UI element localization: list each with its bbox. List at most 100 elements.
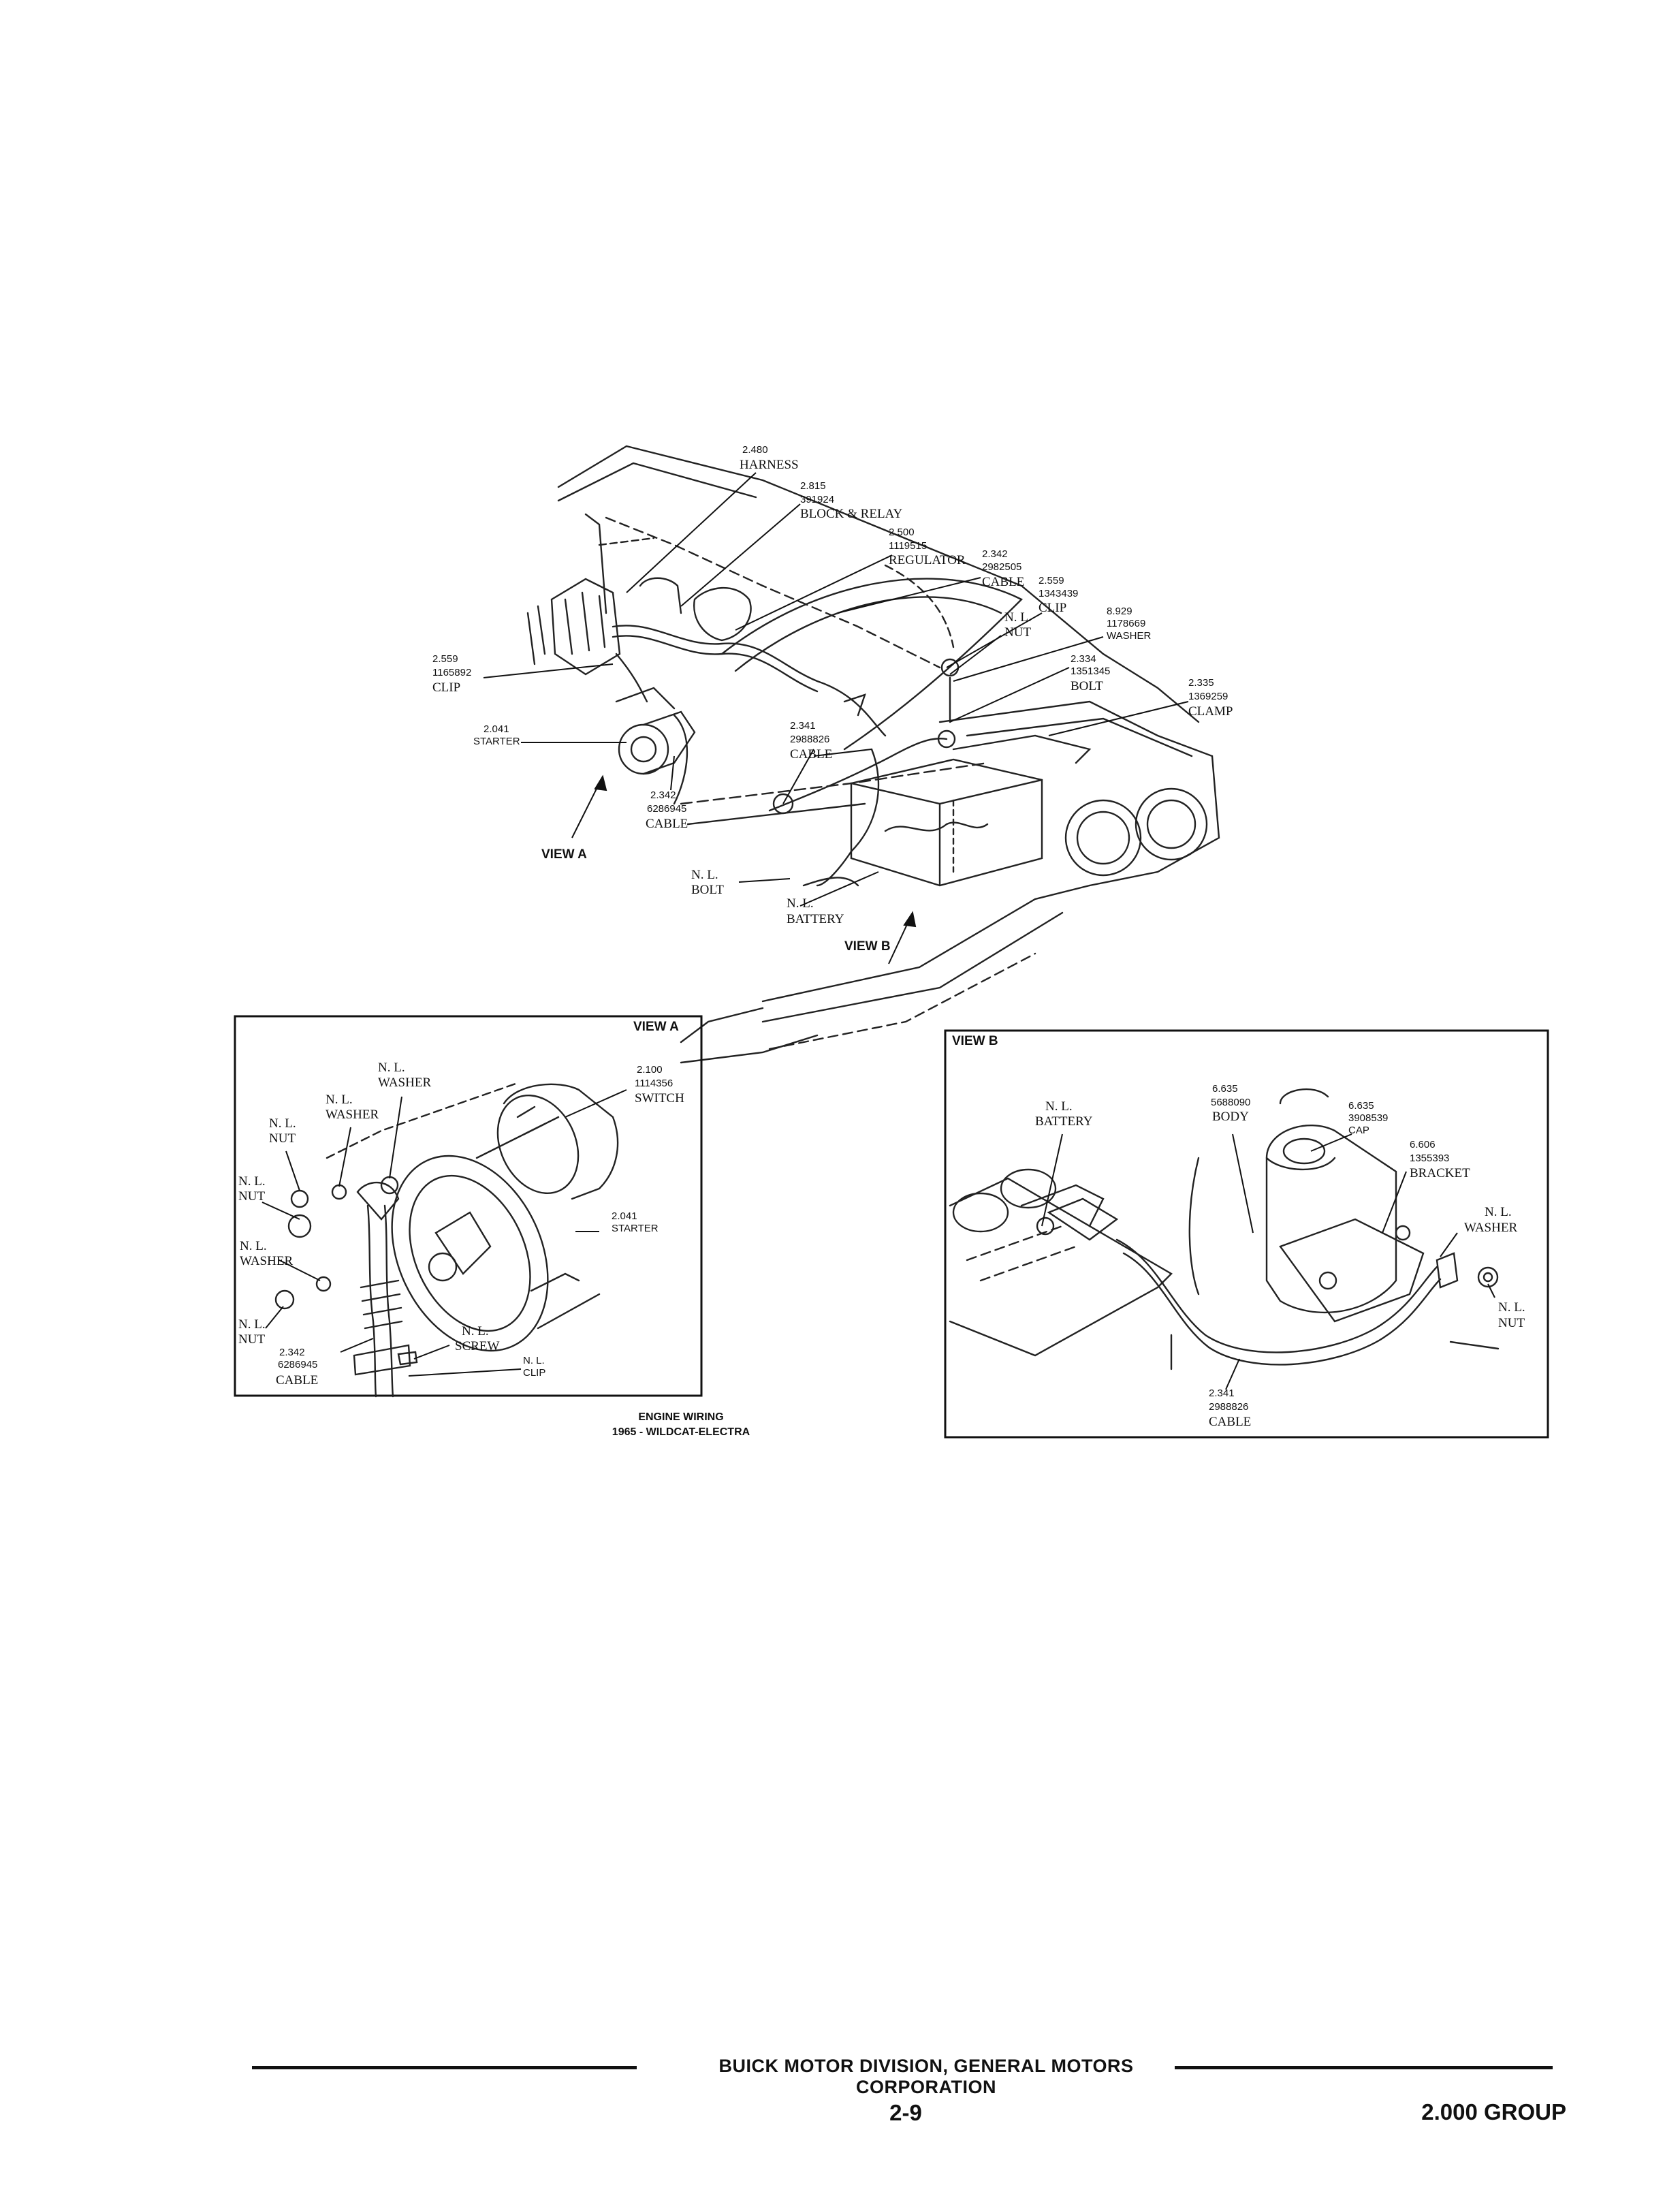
footer-rule-left — [252, 2066, 637, 2069]
callout-cable-2982505-part: 2982505 — [982, 561, 1021, 573]
callout-starter-num: 2.041 — [484, 723, 509, 735]
view-b-pointer-label: VIEW B — [844, 939, 891, 954]
main-view-leaders — [483, 472, 1189, 965]
callout-clamp-num: 2.335 — [1188, 677, 1214, 689]
view-a-nut3-name: NUT — [238, 1332, 265, 1347]
callout-cable-2982505-name: CABLE — [982, 575, 1024, 589]
view-b-panel: VIEW B — [944, 1029, 1549, 1439]
view-b-body-part: 5688090 — [1211, 1097, 1250, 1108]
callout-clip-1343439-part: 1343439 — [1039, 588, 1078, 599]
callout-cable-6286945-num: 2.342 — [650, 789, 676, 801]
group-label: 2.000 GROUP — [1421, 2099, 1566, 2124]
callout-washer-num: 8.929 — [1107, 606, 1132, 617]
view-a-screw-num: N. L. — [462, 1324, 489, 1338]
view-a-cable-name: CABLE — [276, 1373, 318, 1387]
view-b-washer-num: N. L. — [1485, 1205, 1512, 1219]
view-a-title: VIEW A — [633, 1020, 679, 1034]
view-a-panel: VIEW A — [234, 1015, 703, 1398]
view-b-cap-num: 6.635 — [1348, 1100, 1374, 1112]
view-a-cable-part: 6286945 — [278, 1359, 317, 1370]
callout-washer-name: WASHER — [1107, 630, 1151, 642]
callout-clip-1343439-num: 2.559 — [1039, 575, 1064, 586]
view-a-cable-num: 2.342 — [279, 1347, 305, 1358]
view-b-bracket-name: BRACKET — [1410, 1166, 1470, 1180]
view-a-nut3-num: N. L. — [238, 1317, 266, 1332]
view-a-pointer-label: VIEW A — [541, 847, 587, 862]
callout-bolt-nl-name: BOLT — [691, 883, 724, 897]
view-b-bracket-num: 6.606 — [1410, 1139, 1436, 1150]
view-a-clip-num: N. L. — [523, 1355, 545, 1366]
view-a-washer1-num: N. L. — [378, 1061, 405, 1075]
view-b-body-name: BODY — [1212, 1110, 1249, 1124]
callout-block-relay-name: BLOCK & RELAY — [800, 507, 903, 521]
view-a-nut1-name: NUT — [269, 1131, 296, 1146]
view-b-title: VIEW B — [952, 1034, 998, 1048]
callout-block-relay-num: 2.815 — [800, 480, 826, 492]
callout-clip-1165892-num: 2.559 — [432, 653, 458, 665]
view-a-washer1-name: WASHER — [378, 1076, 431, 1090]
callout-bolt-1351345-num: 2.334 — [1071, 653, 1096, 665]
view-b-cable-name: CABLE — [1209, 1415, 1251, 1429]
view-a-clip-name: CLIP — [523, 1367, 545, 1379]
page-number: 2-9 — [889, 2100, 922, 2125]
view-a-washer2-name: WASHER — [326, 1108, 379, 1122]
view-a-starter-name: STARTER — [612, 1223, 659, 1234]
view-a-switch-name: SWITCH — [635, 1091, 684, 1106]
caption-line1: ENGINE WIRING — [638, 1411, 723, 1423]
view-a-washer3-num: N. L. — [240, 1239, 267, 1253]
view-b-cable-num: 2.341 — [1209, 1387, 1235, 1399]
view-b-cap-part: 3908539 — [1348, 1112, 1388, 1124]
footer-rule-right — [1175, 2066, 1553, 2069]
caption-line2: 1965 - WILDCAT-ELECTRA — [612, 1426, 750, 1438]
callout-block-relay-part: 391924 — [800, 494, 834, 505]
callout-nut-name: NUT — [1004, 625, 1031, 640]
view-b-washer-name: WASHER — [1464, 1221, 1517, 1235]
main-view-labels: 2.480 HARNESS 2.815 391924 BLOCK & RELAY… — [432, 444, 1233, 954]
view-a-nut2-name: NUT — [238, 1189, 265, 1204]
callout-bolt-1351345-name: BOLT — [1071, 679, 1103, 693]
callout-cable-2988826-part: 2988826 — [790, 734, 829, 745]
view-a-starter-num: 2.041 — [612, 1210, 637, 1222]
callout-harness-num: 2.480 — [742, 444, 768, 456]
callout-cable-6286945-part: 6286945 — [647, 803, 686, 815]
callout-cable-6286945-name: CABLE — [646, 817, 688, 831]
callout-clip-1165892-part: 1165892 — [432, 667, 471, 678]
callout-starter-name: STARTER — [473, 736, 520, 747]
callout-harness-name: HARNESS — [740, 458, 799, 472]
view-b-cable-part: 2988826 — [1209, 1401, 1248, 1413]
view-b-nut-name: NUT — [1498, 1316, 1525, 1330]
callout-bolt-1351345-part: 1351345 — [1071, 665, 1110, 677]
main-view-illustration — [526, 445, 1220, 1064]
view-b-body-num: 6.635 — [1212, 1083, 1238, 1095]
callout-regulator-num: 2.500 — [889, 527, 915, 538]
callout-cable-2988826-name: CABLE — [790, 747, 832, 762]
view-b-cap-name: CAP — [1348, 1125, 1369, 1136]
view-b-illustration — [949, 1088, 1500, 1370]
view-a-nut2-num: N. L. — [238, 1174, 266, 1189]
view-a-switch-num: 2.100 — [637, 1064, 663, 1076]
view-a-washer3-name: WASHER — [240, 1254, 293, 1268]
callout-regulator-part: 1119515 — [889, 540, 927, 552]
callout-clip-1165892-name: CLIP — [432, 680, 460, 695]
callout-clamp-name: CLAMP — [1188, 704, 1233, 719]
callout-cable-2988826-num: 2.341 — [790, 720, 816, 732]
callout-nut-num: N. L. — [1004, 610, 1032, 625]
view-a-switch-part: 1114356 — [635, 1078, 673, 1089]
view-a-leaders — [261, 1089, 627, 1377]
view-b-battery-num: N. L. — [1045, 1099, 1073, 1114]
footer-company: BUICK MOTOR DIVISION, GENERAL MOTORS COR… — [718, 2056, 1134, 2097]
view-b-bracket-part: 1355393 — [1410, 1152, 1449, 1164]
callout-battery-name: BATTERY — [787, 912, 844, 926]
view-b-leaders — [1041, 1133, 1495, 1390]
view-b-battery-name: BATTERY — [1035, 1114, 1093, 1129]
view-b-nut-num: N. L. — [1498, 1300, 1525, 1315]
callout-cable-2982505-num: 2.342 — [982, 548, 1008, 560]
callout-clamp-part: 1369259 — [1188, 691, 1228, 702]
view-a-washer2-num: N. L. — [326, 1093, 353, 1107]
callout-clip-1343439-name: CLIP — [1039, 601, 1066, 615]
callout-battery-num: N. L. — [787, 896, 814, 911]
view-a-screw-name: SCREW — [455, 1339, 500, 1353]
view-a-nut1-num: N. L. — [269, 1116, 296, 1131]
callout-bolt-nl-num: N. L. — [691, 868, 718, 882]
